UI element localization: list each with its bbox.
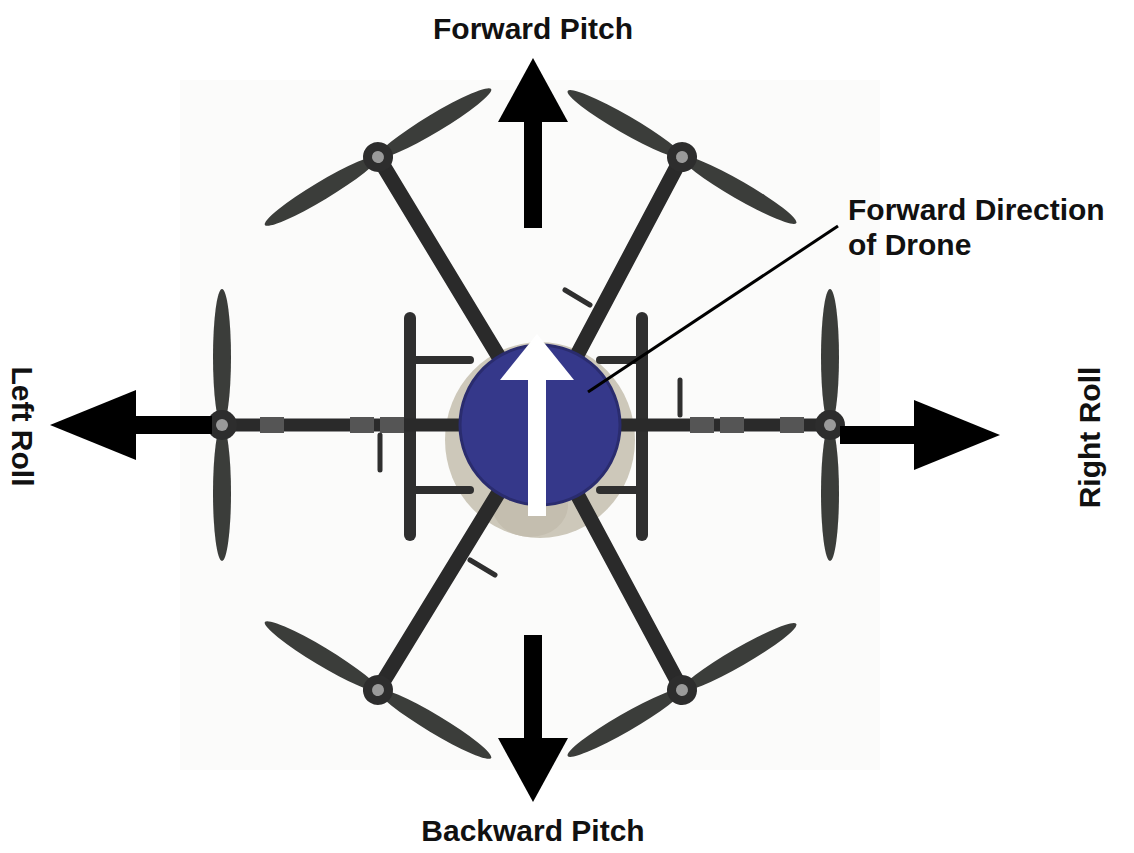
pitch-label: Backward Pitch: [421, 813, 644, 848]
forward-direction-arrow: [500, 334, 574, 516]
roll-label: Right Roll: [1072, 366, 1107, 508]
roll-label: Left Roll: [5, 366, 40, 486]
arms: [222, 157, 830, 690]
motion-arrows: [50, 58, 1000, 802]
callout-label: Forward Direction of Drone: [848, 192, 1120, 262]
pitch-label: Forward Pitch: [433, 11, 633, 46]
propellers: [207, 76, 845, 771]
photo-ground: [180, 80, 880, 770]
leader-line: [588, 226, 838, 392]
landing-gear: [380, 290, 680, 575]
